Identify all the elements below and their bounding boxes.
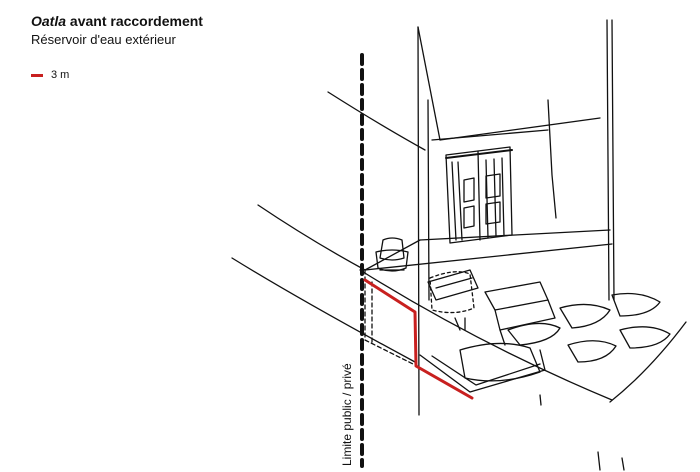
paving-slabs (459, 292, 687, 403)
door-shutters (445, 146, 513, 244)
street-line-lower (231, 257, 416, 363)
terrace-back-edge (419, 229, 611, 241)
building-right-wall (606, 19, 610, 301)
wall-crack (547, 99, 557, 219)
legend-scale-label: 3 m (51, 69, 70, 81)
pipe-tap (454, 317, 466, 331)
street-line-middle (257, 204, 366, 271)
red-pipe-route (363, 278, 474, 400)
building-left-wall (417, 26, 420, 416)
dashed-structure (364, 269, 416, 366)
terrace-front-edge (364, 243, 613, 271)
grill-structure (427, 269, 479, 301)
building-right-wall-inner (611, 19, 615, 301)
place-name: Oatla (31, 13, 67, 29)
building-left-wall-inner (427, 99, 430, 301)
front-curb-inner (431, 355, 541, 386)
diagram-title: Oatla avant raccordement (31, 12, 203, 30)
legend: 3 m (31, 68, 69, 82)
water-tank-left (375, 237, 409, 272)
street-line-upper (327, 91, 426, 151)
balcony-under (431, 129, 549, 141)
terrace-side (364, 239, 421, 271)
front-curb (419, 349, 546, 393)
diagram-subtitle: Réservoir d'eau extérieur (31, 32, 176, 47)
small-tick-marks (539, 394, 625, 471)
street-line-base (359, 269, 613, 401)
boundary-label: Limite public / privé (340, 363, 354, 466)
legend-red-line-swatch (31, 73, 43, 77)
front-stairs (484, 281, 556, 346)
balcony-top (439, 117, 601, 141)
title-rest: avant raccordement (66, 13, 203, 29)
building-top-edge (417, 26, 441, 141)
tank-dashed-outline (429, 271, 475, 314)
